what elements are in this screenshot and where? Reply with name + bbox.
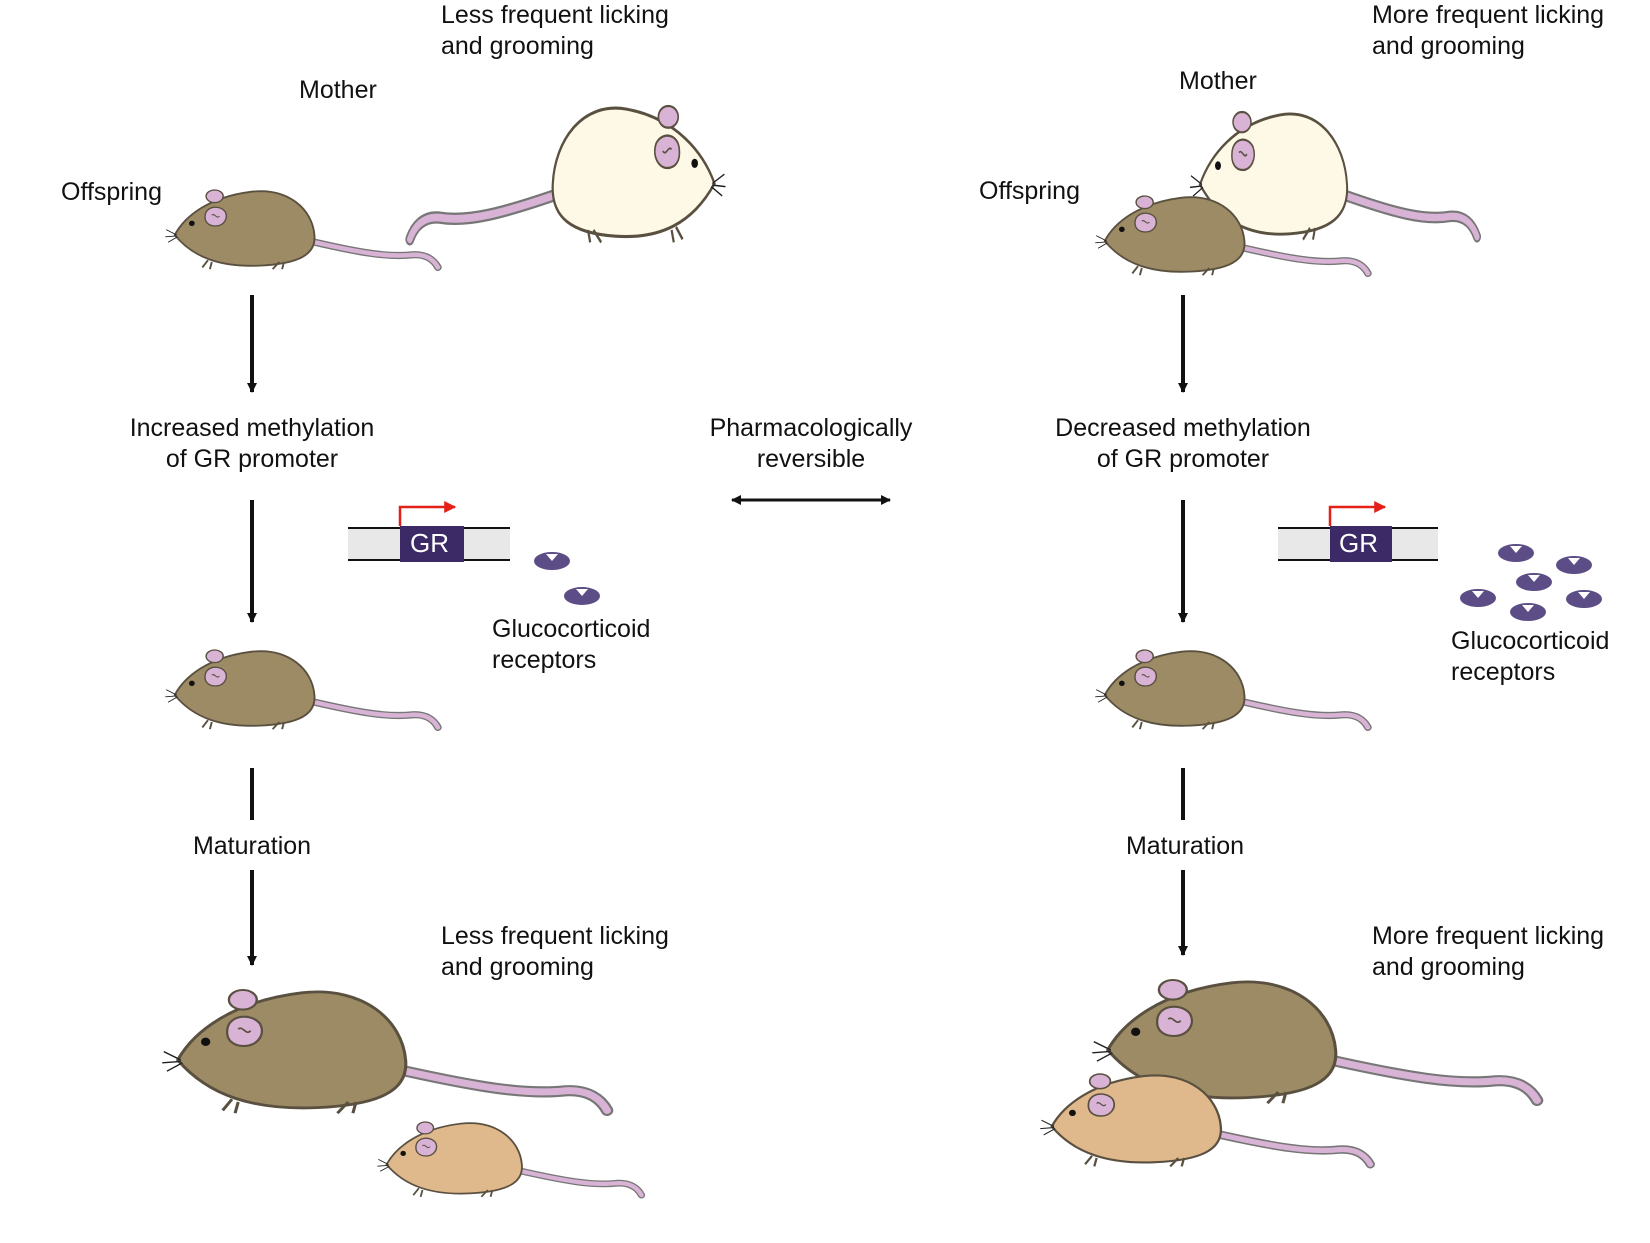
- left-receptors-label: Glucocorticoid receptors: [492, 615, 651, 674]
- left-bottom-behavior-label: Less frequent licking and grooming: [441, 922, 669, 981]
- right-methylation-label: Decreased methylation of GR promoter: [1055, 414, 1311, 473]
- left-offspring-mid-mouse: [165, 650, 438, 729]
- left-mother-mouse: [410, 106, 726, 242]
- receptor-icon: [564, 587, 600, 605]
- right-promoter-arrow: [1328, 501, 1387, 526]
- left-maturation-label: Maturation: [192, 832, 312, 860]
- receptor-icon: [1510, 603, 1546, 621]
- left-gr-gene: [348, 501, 510, 562]
- receptor-icon: [1556, 556, 1592, 574]
- receptor-icon: [1460, 589, 1496, 607]
- receptor-icon: [1498, 544, 1534, 562]
- left-adult-mouse: [162, 990, 607, 1113]
- right-receptors-label: Glucocorticoid receptors: [1451, 627, 1610, 686]
- left-gene-label: GR: [410, 528, 449, 558]
- receptor-icon: [534, 552, 570, 570]
- right-mother-label: Mother: [1179, 67, 1257, 95]
- right-offspring-label: Offspring: [979, 177, 1080, 205]
- receptor-icon: [1566, 590, 1602, 608]
- left-offspring-mouse: [165, 190, 438, 269]
- left-mother-label: Mother: [299, 76, 377, 104]
- left-top-behavior-label: Less frequent licking and grooming: [441, 1, 669, 60]
- right-bottom-behavior-label: More frequent licking and grooming: [1372, 922, 1605, 981]
- right-top-behavior-label: More frequent licking and grooming: [1372, 1, 1605, 60]
- right-gr-gene: [1278, 501, 1438, 562]
- reversible-label: Pharmacologically reversible: [709, 414, 913, 473]
- right-maturation-label: Maturation: [1125, 832, 1245, 860]
- right-gene-label: GR: [1339, 528, 1378, 558]
- right-offspring-mid-mouse: [1095, 650, 1368, 729]
- left-methylation-label: Increased methylation of GR promoter: [129, 414, 375, 473]
- left-pup-mouse: [377, 1122, 641, 1197]
- receptor-icon: [1516, 573, 1552, 591]
- left-offspring-label: Offspring: [61, 178, 162, 206]
- right-receptors: [1460, 544, 1602, 621]
- left-receptors: [534, 552, 600, 605]
- left-promoter-arrow: [398, 501, 457, 526]
